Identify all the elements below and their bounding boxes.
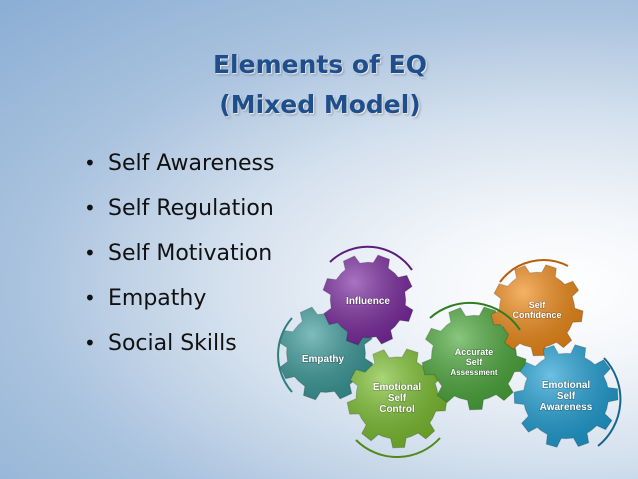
gear-label-emotional-self-awareness-1: Emotional xyxy=(542,380,591,391)
bullet-item: • Self Regulation xyxy=(84,186,274,231)
gear-label-self-confidence-2: Confidence xyxy=(512,310,561,320)
bullet-text: Empathy xyxy=(108,286,207,311)
slide-title: Elements of EQ (Mixed Model) xyxy=(140,45,500,125)
bullet-dot-icon: • xyxy=(84,241,96,265)
gear-accurate-self-assessment: Accurate Self Assessment xyxy=(421,306,527,411)
gear-emotional-self-control: Emotional Self Control xyxy=(346,348,448,449)
bullet-text: Social Skills xyxy=(108,331,237,356)
gear-label-accurate-self-assessment-3: Assessment xyxy=(450,368,497,377)
bullet-dot-icon: • xyxy=(84,151,96,175)
gear-shading xyxy=(323,255,413,345)
arrow-self-assessment xyxy=(429,301,521,331)
bullet-text: Self Regulation xyxy=(108,196,274,221)
gear-label-emotional-self-awareness-3: Awareness xyxy=(540,402,593,413)
bullet-list: • Self Awareness • Self Regulation • Self M… xyxy=(84,141,274,366)
bullet-dot-icon: • xyxy=(84,331,96,355)
bullet-text: Self Motivation xyxy=(108,241,273,266)
gear-arrows xyxy=(277,245,622,458)
gear-shading xyxy=(514,344,618,448)
gear-shading xyxy=(491,264,583,356)
arrow-influence xyxy=(329,245,413,271)
bullet-item: • Empathy xyxy=(84,276,274,321)
gear-label-empathy: Empathy xyxy=(302,354,345,365)
gear-label-self-confidence-1: Self xyxy=(529,300,547,310)
bullet-item: • Social Skills xyxy=(84,321,274,366)
bullet-dot-icon: • xyxy=(84,196,96,220)
arrow-self-awareness xyxy=(597,357,622,447)
gear-label-emotional-self-control-2: Self xyxy=(388,393,407,404)
gear-label-emotional-self-control-3: Control xyxy=(379,404,415,415)
bullet-item: • Self Motivation xyxy=(84,231,274,276)
gear-emotional-self-awareness: Emotional Self Awareness xyxy=(513,344,619,448)
arrow-self-control xyxy=(355,437,441,458)
arrow-empathy xyxy=(277,317,293,393)
gear-label-accurate-self-assessment-2: Self xyxy=(466,357,484,367)
gear-shading xyxy=(422,307,526,410)
gear-self-confidence: Self Confidence xyxy=(490,264,584,357)
bullet-dot-icon: • xyxy=(84,286,96,310)
bullet-text: Self Awareness xyxy=(108,151,275,176)
gear-label-emotional-self-control-1: Emotional xyxy=(373,382,422,393)
gear-label-influence: Influence xyxy=(346,296,390,307)
gear-influence: Influence xyxy=(322,254,414,346)
slide-title-line-2: (Mixed Model) xyxy=(219,90,421,119)
gear-label-emotional-self-awareness-2: Self xyxy=(557,391,576,402)
gear-shading xyxy=(347,349,447,448)
gear-label-accurate-self-assessment-1: Accurate xyxy=(455,347,494,357)
slide-title-line-1: Elements of EQ xyxy=(212,50,428,79)
bullet-item: • Self Awareness xyxy=(84,141,274,186)
arrow-self-confidence xyxy=(499,259,569,283)
